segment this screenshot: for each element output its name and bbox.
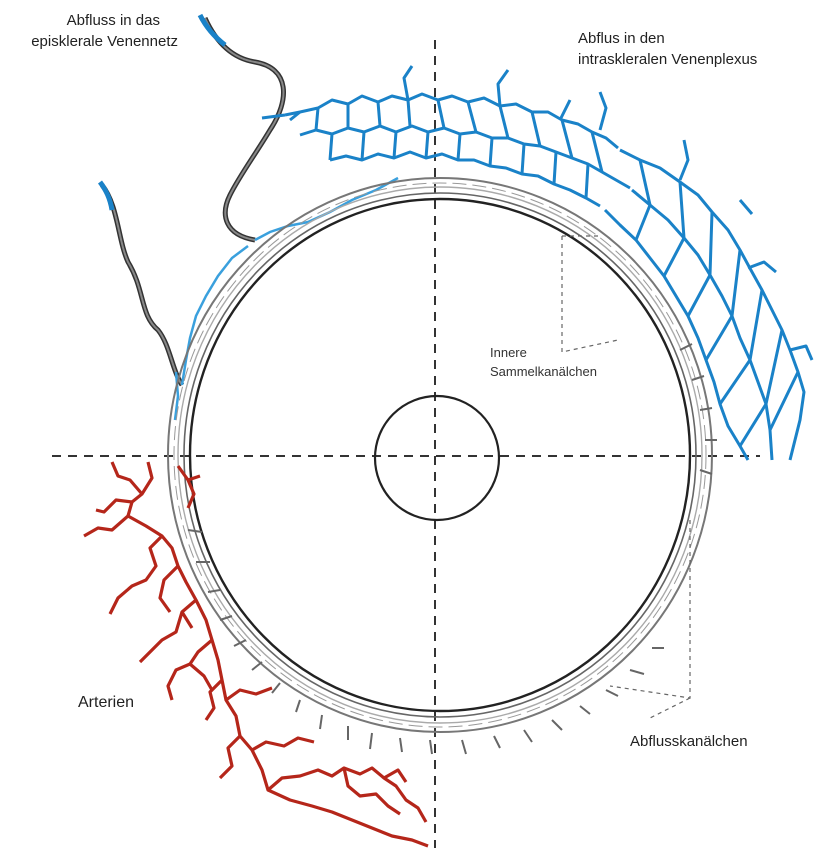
inner-channels-label-line2: Sammelkanälchen	[490, 362, 597, 381]
intrascleral-venous-plexus	[262, 66, 812, 460]
episcleral-label-line2: episklerale Venennetz	[8, 31, 178, 52]
arteries-label: Arterien	[78, 692, 134, 713]
outflow-channels-label: Abflusskanälchen	[630, 731, 748, 752]
arteries	[84, 462, 428, 846]
episcleral-label-line1: Abfluss in das	[8, 10, 160, 31]
center-circle	[375, 396, 499, 520]
episcleral-drainage-label: Abfluss in das episklerale Venennetz	[8, 10, 178, 52]
inner-channels-label-line1: Innere	[490, 343, 597, 362]
intrascleral-drainage-label: Abflus in den intraskleralen Venenplexus	[578, 28, 757, 70]
intrascleral-label-line2: intraskleralen Venenplexus	[578, 49, 757, 70]
episcleral-collector-veins	[175, 178, 398, 420]
inner-collector-channels-label: Innere Sammelkanälchen	[490, 343, 597, 381]
outflow-channel-stubs	[188, 344, 717, 754]
intrascleral-label-line1: Abflus in den	[578, 28, 757, 49]
